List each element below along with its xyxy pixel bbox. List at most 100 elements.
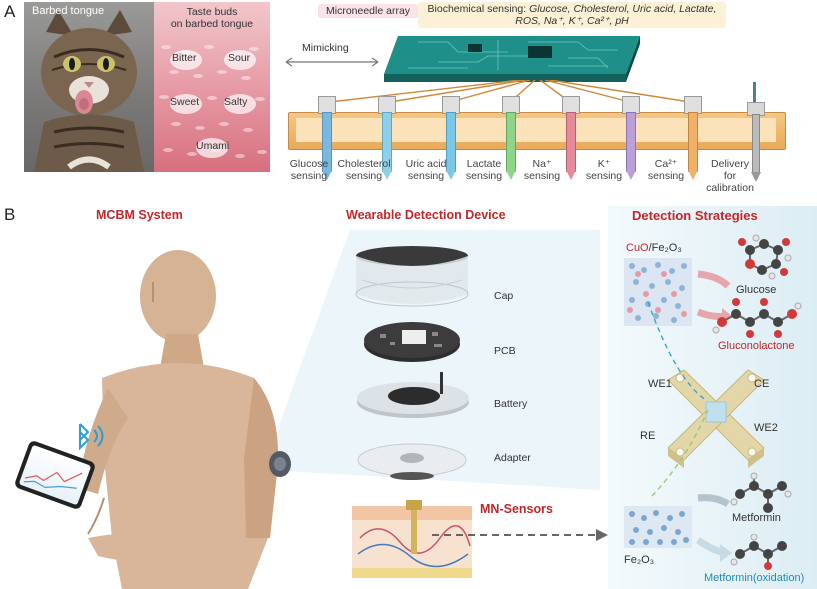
- metformin-oxidation-molecule: [730, 534, 787, 570]
- mimicking-label: Mimicking: [302, 42, 349, 54]
- taste-title-line1: Taste buds: [186, 6, 238, 18]
- detection-strategies-title: Detection Strategies: [632, 208, 758, 223]
- device-adapter: [357, 443, 467, 480]
- panel-a-letter: A: [4, 2, 16, 21]
- microneedle-tray-inner: [296, 118, 776, 142]
- fe2o3-particles: [624, 506, 692, 548]
- microneedle-array-label: Microneedle array: [318, 4, 419, 18]
- taste-buds-title: Taste buds on barbed tongue: [154, 6, 270, 30]
- phone-screen: [18, 444, 92, 506]
- sensor-column-delivery: [745, 82, 765, 186]
- taste-salty: Salty: [224, 96, 248, 108]
- ce-label: CE: [754, 378, 770, 390]
- mcbm-system-title: MCBM System: [96, 208, 183, 222]
- sensor-column-sodium: [560, 96, 580, 180]
- biochem-line1: Glucose, Cholesterol, Uric acid, Lactate…: [529, 3, 717, 15]
- cat-illustration: [34, 10, 144, 172]
- sensor-label-line2: sensing: [407, 170, 445, 182]
- sensor-label-line1: Delivery: [711, 158, 749, 170]
- sensor-label-line2: sensing: [465, 170, 503, 182]
- barbed-tongue-label: Barbed tongue: [32, 5, 105, 17]
- we1-label: WE1: [648, 378, 672, 390]
- panel-b-letter: B: [4, 205, 16, 224]
- cuo-fe2o3-label: CuO/Fe₂O₃: [626, 242, 682, 254]
- metformin-molecule: [730, 472, 792, 513]
- pcb-wires: [329, 80, 691, 103]
- sensor-tip: [688, 170, 698, 180]
- pcb-label: PCB: [494, 345, 516, 357]
- mn-sensors-skin: [352, 500, 472, 578]
- sensor-tip: [626, 170, 636, 180]
- sensor-tip: [506, 170, 516, 180]
- electrode-dashed-links: [647, 301, 709, 497]
- taste-title-line2: on barbed tongue: [170, 18, 254, 30]
- bluetooth-icon: [79, 423, 104, 451]
- sensor-label-line1: K⁺: [597, 158, 611, 170]
- biochem-prefix: Biochemical sensing:: [427, 3, 530, 15]
- sensor-label-glucose: Glucose sensing: [280, 158, 338, 182]
- sensor-column-glucose: [316, 96, 336, 180]
- gluconolactone-label: Gluconolactone: [718, 340, 795, 352]
- taste-sour: Sour: [228, 52, 251, 64]
- sensor-column-potassium: [620, 96, 640, 180]
- mn-sensors-arrow: [432, 529, 608, 541]
- taste-buds-texture: [159, 45, 267, 158]
- biochem-line2: ROS, Na⁺, K⁺, Ca²⁺, pH: [515, 15, 629, 27]
- sensor-tip: [446, 170, 456, 180]
- sensor-label-line3: calibration: [706, 182, 754, 194]
- glucose-label: Glucose: [736, 284, 777, 296]
- device-battery: [357, 372, 469, 418]
- sensor-label-potassium: K⁺ sensing: [576, 158, 632, 182]
- metformin-oxidation-label: Metformin(oxidation): [704, 572, 805, 584]
- cat-photo: [24, 2, 154, 172]
- sensor-label-line1: Na⁺: [532, 158, 552, 170]
- sensor-tip: [322, 170, 332, 180]
- we2-label: WE2: [754, 422, 778, 434]
- battery-label: Battery: [494, 398, 528, 410]
- taste-umami: Umami: [196, 140, 230, 152]
- delivery-tube: [753, 82, 756, 102]
- cuo-fe2o3-particles: [624, 258, 692, 326]
- sensor-column-lactate: [500, 96, 520, 180]
- metformin-label: Metformin: [732, 512, 781, 524]
- fe2o3-bottom-label: Fe₂O₃: [624, 554, 655, 566]
- sensor-label-line2: sensing: [585, 170, 623, 182]
- device-cap: [355, 246, 469, 307]
- biochemical-sensing-label: Biochemical sensing: Glucose, Cholestero…: [418, 2, 726, 28]
- electrode-x-sensor: [667, 369, 765, 468]
- sensor-label-line2: sensing: [290, 170, 328, 182]
- re-label: RE: [640, 430, 656, 442]
- taste-buds-panel: [154, 2, 270, 172]
- mimicking-arrow: [285, 57, 379, 67]
- human-figure: [78, 250, 291, 589]
- sensor-column-uric-acid: [440, 96, 460, 180]
- sensor-label-line2: sensing: [345, 170, 383, 182]
- cap-label: Cap: [494, 290, 514, 302]
- sensor-label-line1: Uric acid: [405, 158, 447, 170]
- sensor-label-lactate: Lactate sensing: [456, 158, 512, 182]
- smartphone: [13, 439, 97, 511]
- sensor-column-cholesterol: [376, 96, 396, 180]
- sensor-label-calcium: Ca²⁺ sensing: [638, 158, 694, 182]
- cuo-label: CuO: [626, 242, 649, 254]
- sensor-label-uric-acid: Uric acid sensing: [396, 158, 456, 182]
- taste-bitter: Bitter: [172, 52, 197, 64]
- sensor-label-line1: Cholesterol: [337, 158, 391, 170]
- sensor-label-line2: for: [723, 170, 737, 182]
- wearable-device-title: Wearable Detection Device: [346, 208, 506, 222]
- sensor-label-line1: Glucose: [289, 158, 329, 170]
- gluconolactone-molecule: [712, 298, 802, 338]
- glucose-molecule: [738, 234, 792, 280]
- sensor-label-line2: sensing: [647, 170, 685, 182]
- pcb-chip-illustration: [384, 36, 640, 82]
- mn-sensors-label: MN-Sensors: [480, 502, 553, 516]
- adapter-label: Adapter: [494, 452, 531, 464]
- device-pcb: [364, 322, 460, 362]
- sensor-tip: [751, 172, 761, 182]
- sensor-label-delivery: Delivery for calibration: [700, 158, 760, 194]
- sensor-label-line2: sensing: [523, 170, 561, 182]
- taste-sweet: Sweet: [170, 96, 200, 108]
- phone-chart: [23, 471, 83, 489]
- sensor-label-line1: Lactate: [466, 158, 502, 170]
- sensor-column-calcium: [682, 96, 702, 180]
